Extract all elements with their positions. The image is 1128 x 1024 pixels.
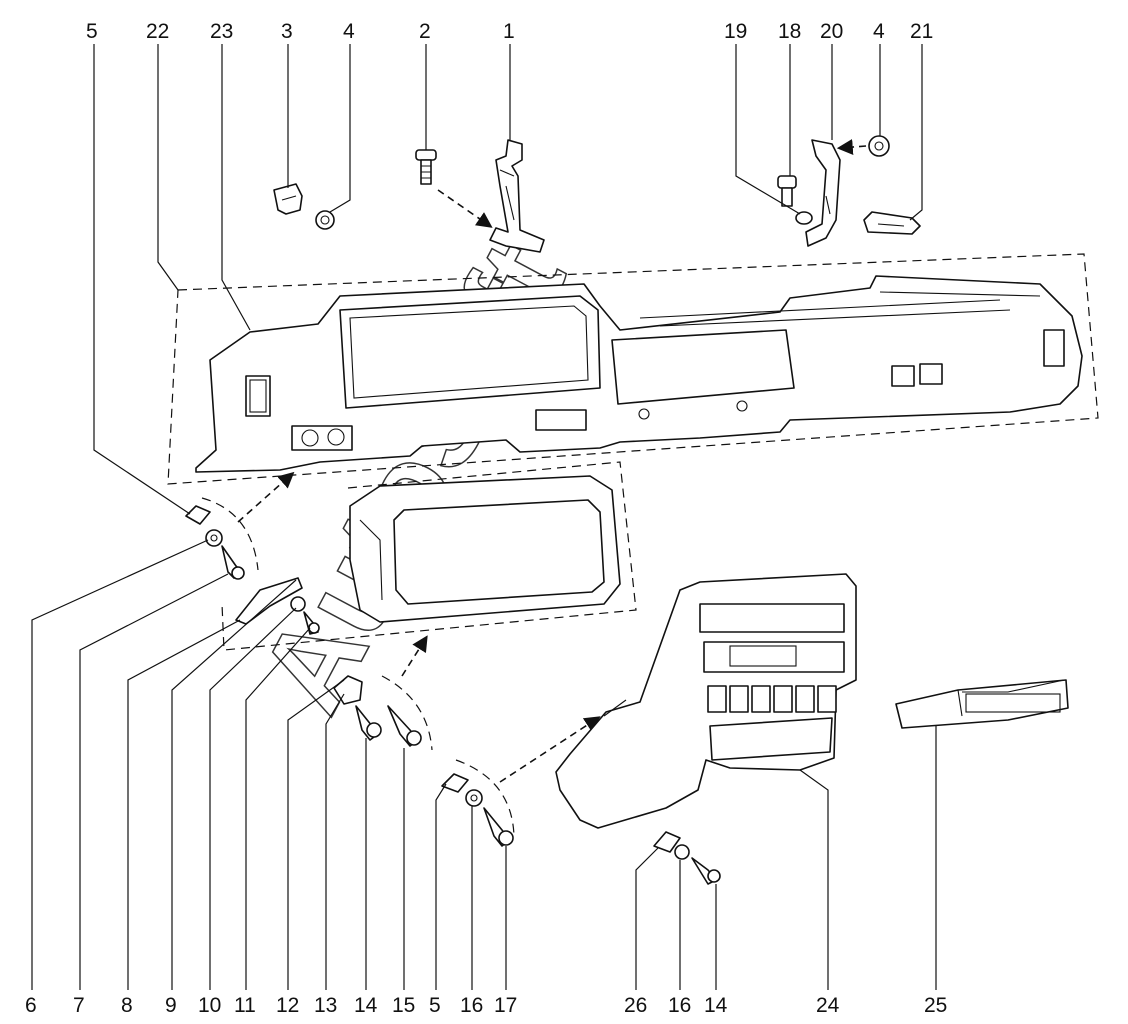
dashboard-panel (195, 275, 1083, 473)
nut-part-4-left (315, 210, 335, 230)
clip-part-26 (653, 831, 681, 853)
arrow-to-console (499, 716, 601, 783)
washer-part-10 (290, 596, 306, 612)
label-part-3: 3 (281, 20, 293, 43)
label-part-7: 7 (73, 994, 85, 1017)
group-arc-middle (381, 675, 433, 751)
label-part-20: 20 (820, 20, 843, 43)
bracket-part-3 (273, 183, 303, 215)
group-arc-lower (455, 759, 515, 837)
label-part-12: 12 (276, 994, 299, 1017)
bolt-part-2 (415, 149, 437, 185)
label-part-18: 18 (778, 20, 801, 43)
centre-console (555, 573, 857, 829)
arrow-bolt-to-bracket-1 (437, 189, 493, 228)
label-part-10: 10 (198, 994, 221, 1017)
arrow-nut-to-bracket-20 (836, 139, 867, 155)
label-part-26: 26 (624, 994, 647, 1017)
bolt-part-18 (777, 175, 797, 207)
screw-part-11 (303, 611, 320, 635)
cluster-trim-frame (221, 461, 637, 651)
clip-part-5-upper (185, 505, 211, 525)
label-part-21: 21 (910, 20, 933, 43)
label-part-16-right: 16 (668, 994, 691, 1017)
dashboard-assembly-frame (167, 253, 1099, 485)
screw-part-17 (483, 807, 514, 847)
label-part-11: 11 (234, 994, 256, 1017)
label-part-19: 19 (724, 20, 747, 43)
nut-part-4-right (868, 135, 890, 157)
label-part-16: 16 (460, 994, 483, 1017)
label-part-6: 6 (25, 994, 37, 1017)
label-part-4-right: 4 (873, 20, 885, 43)
label-part-24: 24 (816, 994, 840, 1017)
label-part-8: 8 (121, 994, 133, 1017)
instrument-cluster-trim (349, 475, 621, 623)
tray-part-25 (895, 679, 1069, 729)
label-part-1: 1 (503, 20, 515, 43)
leader-lines (31, 44, 937, 990)
label-part-22: 22 (146, 20, 169, 43)
screw-part-15 (387, 705, 422, 747)
label-part-2: 2 (419, 20, 431, 43)
label-part-15: 15 (392, 994, 415, 1017)
arrow-to-dashboard (237, 471, 295, 523)
screw-part-14-right (691, 857, 721, 885)
bracket-part-21 (863, 211, 921, 235)
label-part-25: 25 (924, 994, 947, 1017)
top-part-numbers: 5 22 23 3 4 2 1 19 18 20 4 21 (86, 20, 933, 43)
clip-part-12 (333, 675, 363, 705)
label-part-14: 14 (354, 994, 378, 1017)
bracket-part-1 (489, 139, 545, 253)
label-part-4: 4 (343, 20, 355, 43)
screw-part-7 (221, 545, 245, 580)
clip-part-5-lower (441, 773, 469, 793)
group-arc-left-upper (201, 497, 259, 571)
label-part-13: 13 (314, 994, 337, 1017)
console-switch-row (707, 685, 837, 713)
bracket-part-20 (805, 139, 841, 247)
label-part-9: 9 (165, 994, 177, 1017)
label-part-5: 5 (86, 20, 98, 43)
washer-part-19 (795, 211, 813, 225)
washer-part-16 (465, 789, 483, 807)
bottom-part-numbers: 6 7 8 9 10 11 12 13 14 15 5 16 17 26 16 … (25, 994, 947, 1017)
washer-part-16-right (674, 844, 690, 860)
screw-part-13 (355, 705, 382, 741)
washer-part-6 (205, 529, 223, 547)
label-part-23: 23 (210, 20, 233, 43)
label-part-14-right: 14 (704, 994, 728, 1017)
arrow-to-cluster-trim (401, 635, 428, 677)
label-part-5-bottom: 5 (429, 994, 441, 1017)
label-part-17: 17 (494, 994, 517, 1017)
